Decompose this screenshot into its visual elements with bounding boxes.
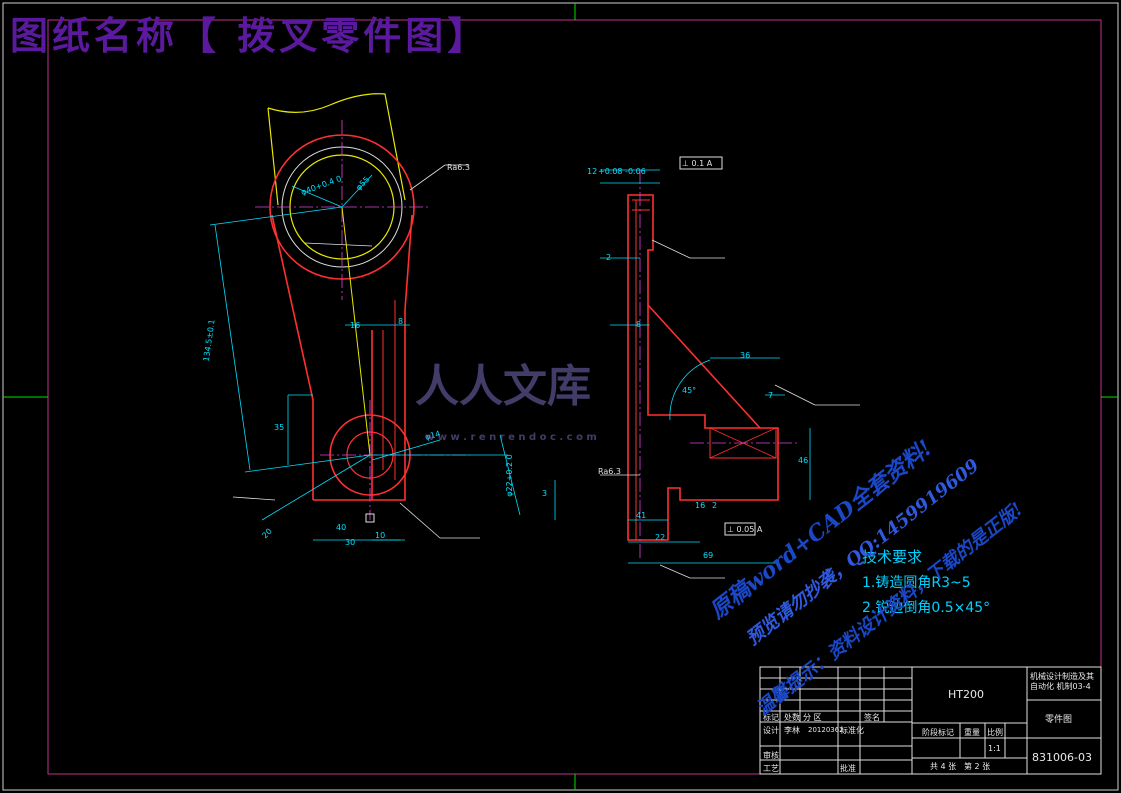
dim-12: 12 bbox=[587, 167, 598, 176]
tolerance-top: ⊥ 0.1 A bbox=[682, 159, 713, 168]
dimension-lines bbox=[209, 174, 521, 541]
tolerance-box-bottom bbox=[724, 522, 756, 536]
dim-16: 16 bbox=[350, 321, 361, 330]
rib-line bbox=[647, 304, 761, 429]
dim-8: 8 bbox=[398, 317, 404, 326]
title-block-grid bbox=[759, 666, 1102, 775]
scale-value: 1:1 bbox=[988, 744, 1001, 753]
roughness-top: Ra6.3 bbox=[447, 163, 471, 172]
organization: 机械设计制造及其自动化 机制03-4 bbox=[1030, 672, 1094, 691]
zone-label: 分 区 bbox=[803, 713, 822, 722]
dim-tol-top: +0.08 -0.06 bbox=[598, 167, 646, 176]
count-label: 处数 bbox=[784, 713, 800, 722]
dim-36: 36 bbox=[740, 351, 751, 360]
design-label: 设计 bbox=[763, 726, 779, 735]
dim-16b: 16 bbox=[695, 501, 706, 510]
dim-10: 10 bbox=[375, 531, 386, 540]
dim-35: 35 bbox=[274, 423, 285, 432]
process-label: 工艺 bbox=[763, 764, 779, 773]
drawing-title: 图纸名称【 拨叉零件图】 bbox=[10, 14, 490, 58]
watermark-site: w w w . r e n r e n d o c . c o m bbox=[425, 432, 597, 443]
dim-45deg: 45° bbox=[682, 386, 697, 395]
signature-label: 签名 bbox=[864, 713, 880, 722]
dim-3: 3 bbox=[542, 489, 548, 498]
watermark-brand: 人人文库 bbox=[415, 361, 591, 412]
break-line bbox=[267, 93, 406, 206]
hole-section bbox=[709, 427, 777, 459]
centering-marks bbox=[3, 3, 1118, 790]
dim-7: 7 bbox=[768, 391, 774, 400]
side-dimension-lines bbox=[554, 169, 811, 564]
dim-8b: 8 bbox=[636, 320, 642, 329]
drawing-name: 零件图 bbox=[1045, 715, 1073, 725]
part-number: 831006-03 bbox=[1032, 751, 1092, 764]
arm-web bbox=[382, 300, 396, 480]
leaders bbox=[232, 164, 480, 539]
sheets-total: 共 4 张 bbox=[930, 762, 957, 771]
dim-2: 2 bbox=[606, 253, 612, 262]
side-leaders bbox=[600, 239, 860, 579]
tech-req-line1: 1.铸造圆角R3~5 bbox=[862, 575, 971, 591]
designer-id: 20120362 bbox=[808, 726, 844, 734]
datum-marker bbox=[365, 513, 375, 523]
weight-label: 重量 bbox=[964, 728, 980, 737]
side-profile bbox=[627, 194, 779, 541]
review-label: 审核 bbox=[763, 751, 779, 760]
front-view bbox=[209, 93, 521, 541]
dim-69: 69 bbox=[703, 551, 714, 560]
sheet-number: 第 2 张 bbox=[964, 762, 991, 771]
dim-41: 41 bbox=[636, 511, 647, 520]
ratio-label: 比例 bbox=[987, 728, 1003, 737]
dim-2b: 2 bbox=[712, 501, 718, 510]
yellow-center-link bbox=[341, 206, 371, 456]
dim-phi22: φ22+0.2 0 bbox=[504, 454, 514, 497]
dim-46: 46 bbox=[798, 456, 809, 465]
mark-label: 标记 bbox=[763, 713, 779, 722]
dim-40: 40 bbox=[336, 523, 347, 532]
tolerance-bottom: ⊥ 0.05 A bbox=[727, 525, 763, 534]
arm-outline bbox=[271, 214, 413, 501]
standardize-label: 标准化 bbox=[840, 726, 864, 735]
side-inner-lines bbox=[632, 199, 650, 540]
roughness-mid: Ra6.3 bbox=[598, 467, 622, 476]
approve-label: 批准 bbox=[840, 764, 856, 773]
designer: 李林 bbox=[784, 726, 800, 735]
dim-30: 30 bbox=[345, 538, 356, 547]
tech-req-heading: 技术要求 bbox=[862, 548, 923, 566]
stage-mark-label: 阶段标记 bbox=[922, 728, 954, 737]
dim-22: 22 bbox=[655, 533, 666, 542]
tolerance-box-top bbox=[679, 156, 723, 170]
tech-req-line2: 2.锐边倒角0.5×45° bbox=[862, 600, 991, 616]
side-view bbox=[554, 156, 860, 579]
material: HT200 bbox=[948, 688, 984, 701]
